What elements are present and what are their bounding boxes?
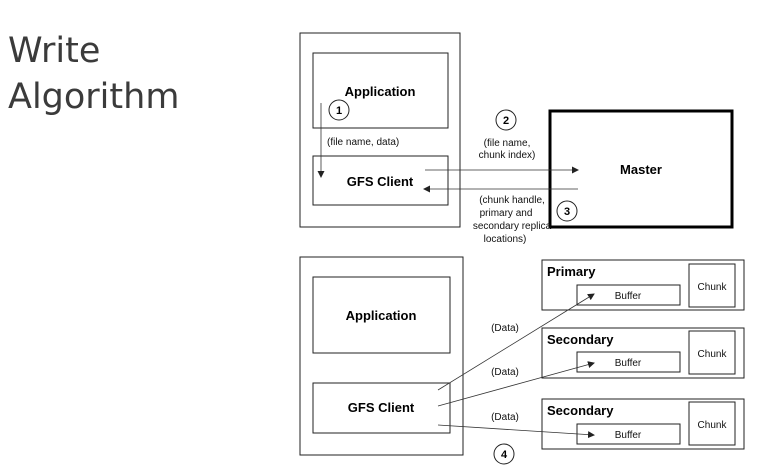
- secondary-buffer-label-2: Buffer: [615, 430, 642, 441]
- data-arrow-to-primary: [437, 293, 595, 391]
- step-2-note-line-2: chunk index): [479, 150, 536, 161]
- data-arrow-to-secondary-2: [437, 424, 595, 439]
- gfs-client-label-bottom: GFS Client: [348, 400, 415, 415]
- primary-replica-label: Primary: [547, 264, 596, 279]
- step-1-circle: [328, 99, 350, 121]
- step-3-circle: [556, 200, 578, 222]
- step-1-number: 1: [336, 105, 342, 117]
- data-arrow-to-secondary-1: [437, 361, 595, 407]
- primary-buffer-label: Buffer: [615, 291, 642, 302]
- primary-chunk-box: [688, 263, 736, 308]
- secondary-chunk-box-1: [688, 330, 736, 375]
- application-label-top: Application: [345, 84, 416, 99]
- step-2-note-line-1: (file name,: [484, 138, 531, 149]
- step-3-note-line-4: locations): [484, 234, 527, 245]
- step-1-note: (file name, data): [327, 137, 399, 148]
- gfs-client-box-bottom: [312, 382, 451, 434]
- secondary-chunk-label-2: Chunk: [698, 420, 728, 431]
- step-4-number: 4: [501, 449, 508, 461]
- secondary-buffer-box-1: [576, 351, 681, 373]
- gfs-client-label-top: GFS Client: [347, 174, 414, 189]
- secondary-buffer-label-1: Buffer: [615, 358, 642, 369]
- step-4-circle: [493, 443, 515, 465]
- step-3-note-line-2: primary and: [480, 208, 533, 219]
- title-line-1: Write: [8, 31, 101, 71]
- client-machine-box-bottom: [299, 256, 464, 456]
- secondary-chunk-label-1: Chunk: [698, 349, 728, 360]
- primary-buffer-box: [576, 284, 681, 306]
- primary-chunk-label: Chunk: [698, 282, 728, 293]
- secondary-replica-box-1: [541, 327, 745, 379]
- data-label-3: (Data): [491, 412, 519, 423]
- step-3-number: 3: [564, 206, 570, 218]
- secondary-replica-label-2: Secondary: [547, 403, 614, 418]
- primary-replica-box: [541, 259, 745, 311]
- data-label-2: (Data): [491, 367, 519, 378]
- step-2-number: 2: [503, 115, 509, 127]
- secondary-replica-box-2: [541, 398, 745, 450]
- data-label-1: (Data): [491, 323, 519, 334]
- application-label-bottom: Application: [346, 308, 417, 323]
- application-box-top: [312, 52, 449, 129]
- client-machine-box-top: [299, 32, 461, 228]
- title-line-2: Algorithm: [8, 77, 180, 117]
- secondary-replica-label-1: Secondary: [547, 332, 614, 347]
- master-label: Master: [620, 162, 662, 177]
- step-3-note-line-1: (chunk handle,: [479, 195, 545, 206]
- application-box-bottom: [312, 276, 451, 354]
- master-box: [548, 109, 734, 229]
- step-3-note-line-3: secondary replica: [473, 221, 552, 232]
- step-2-circle: [495, 109, 517, 131]
- gfs-client-box-top: [312, 155, 449, 206]
- secondary-chunk-box-2: [688, 401, 736, 446]
- slide-title: Write Algorithm: [8, 28, 179, 120]
